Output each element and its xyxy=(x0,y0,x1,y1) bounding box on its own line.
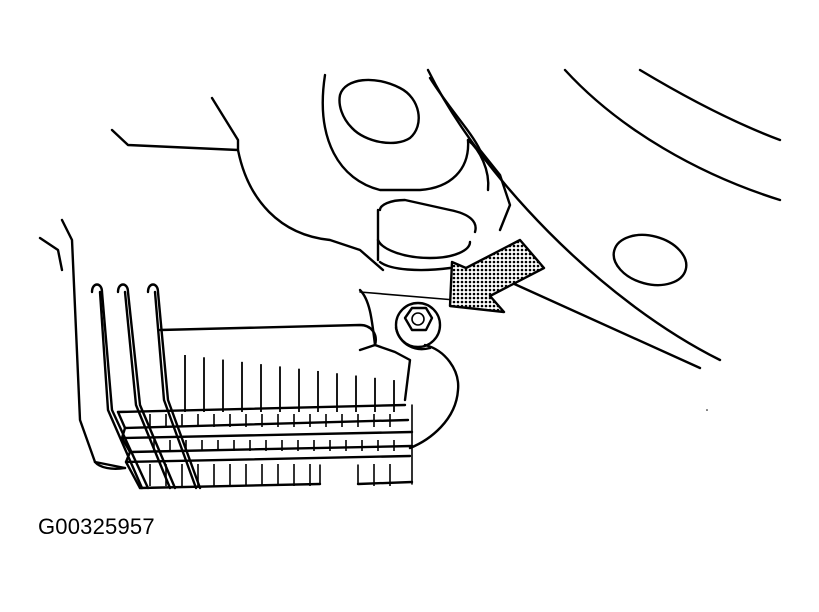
grille-bars xyxy=(149,355,395,486)
guard-grille xyxy=(116,403,414,490)
figure-id: G00325957 xyxy=(38,514,155,539)
circular-housing xyxy=(426,68,782,370)
oil-pan xyxy=(38,218,460,470)
drain-plug xyxy=(394,301,442,351)
cooler-lines xyxy=(90,283,202,490)
mounting-bracket xyxy=(110,73,512,272)
arrow-icon xyxy=(448,238,546,314)
